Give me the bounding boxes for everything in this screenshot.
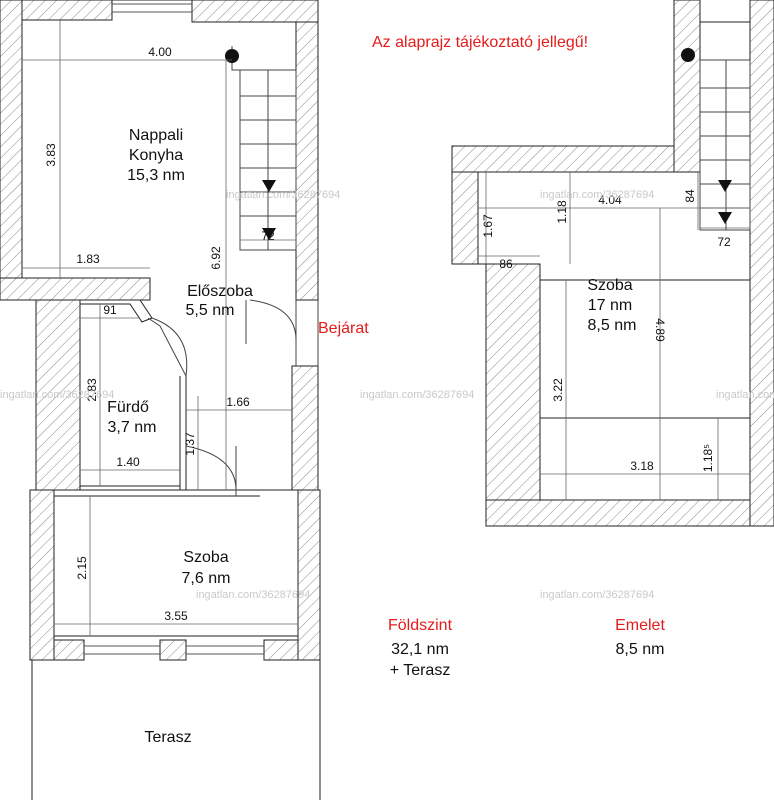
upper-floor-plan: 4.04 1.67 1.18 84 72 86 4.89 3.22 1.18⁵ … xyxy=(451,0,774,527)
dim-6-92: 6.92 xyxy=(209,246,223,270)
dim-72-ground: 72 xyxy=(261,229,275,243)
dim-1-83: 1.83 xyxy=(76,252,100,266)
dim-2-83: 2.83 xyxy=(85,378,99,402)
stair-post-icon xyxy=(225,49,239,63)
dim-4-00: 4.00 xyxy=(148,45,172,59)
dim-1-37: 1.37 xyxy=(183,432,197,456)
upper-room-label: Szoba xyxy=(587,277,632,294)
room-kitchen-label: Konyha xyxy=(129,147,183,164)
room-bath-label: Fürdő xyxy=(107,399,149,416)
dim-3-55: 3.55 xyxy=(164,609,188,623)
ground-floor-inner-walls xyxy=(22,0,321,800)
ground-floor-dimension-lines xyxy=(22,20,298,636)
dim-3-18: 3.18 xyxy=(630,459,654,473)
upper-floor-inner-walls xyxy=(478,21,750,500)
dim-84: 84 xyxy=(683,189,697,203)
dim-4-04: 4.04 xyxy=(598,193,622,207)
upper-room-area-2: 8,5 nm xyxy=(588,317,637,334)
upper-floor-dimension-lines xyxy=(478,172,750,500)
dim-1-18-lower: 1.18⁵ xyxy=(701,444,715,472)
upper-floor-walls xyxy=(451,0,774,527)
entrance-label: Bejárat xyxy=(318,320,369,337)
ground-floor-staircase xyxy=(231,46,297,251)
upper-floor-staircase xyxy=(699,59,751,231)
stair-direction-arrow-icon xyxy=(262,180,276,192)
dim-3-83: 3.83 xyxy=(44,143,58,167)
room-bath-area: 3,7 nm xyxy=(108,419,157,436)
room-living-label: Nappali xyxy=(129,127,183,144)
watermark: ingatlan.com/36287694 xyxy=(540,589,654,601)
room-hall-label: Előszoba xyxy=(187,283,253,300)
dim-4-89: 4.89 xyxy=(653,318,667,342)
ground-floor-windows xyxy=(84,3,264,655)
ground-floor-doors xyxy=(147,299,319,496)
upper-stair-arrow-icon-2 xyxy=(718,212,732,224)
watermark: ingatlan.com/36287694 xyxy=(0,389,114,401)
watermark: ingatlan.com/36287694 xyxy=(226,189,340,201)
dim-3-22: 3.22 xyxy=(551,378,565,402)
upper-stair-arrow-icon xyxy=(718,180,732,192)
dim-91: 91 xyxy=(103,303,117,317)
watermark: ingatlan.com/36287694 xyxy=(716,389,774,401)
ground-floor-title: Földszint xyxy=(388,617,453,634)
ground-floor-plan: 4.00 3.83 1.83 6.92 72 91 2.83 1.66 1.37… xyxy=(0,0,369,800)
dim-86: 86 xyxy=(499,257,513,271)
room-hall-area: 5,5 nm xyxy=(186,302,235,319)
room-bedroom-area: 7,6 nm xyxy=(182,570,231,587)
watermark: ingatlan.com/36287694 xyxy=(540,189,654,201)
ground-floor-extra: + Terasz xyxy=(390,662,451,679)
stair-direction-arrow-icon-2 xyxy=(262,228,276,240)
terrace-label: Terasz xyxy=(144,729,191,746)
dim-2-15: 2.15 xyxy=(75,556,89,580)
plan-notice: Az alaprajz tájékoztató jellegű! xyxy=(372,34,588,51)
dim-1-67: 1.67 xyxy=(481,214,495,238)
upper-stair-post-icon xyxy=(681,48,695,62)
room-bedroom-label: Szoba xyxy=(183,549,228,566)
dim-1-18-upper: 1.18 xyxy=(555,200,569,224)
dim-1-40: 1.40 xyxy=(116,455,140,469)
room-living-area: 15,3 nm xyxy=(127,167,185,184)
watermark: ingatlan.com/36287694 xyxy=(360,389,474,401)
upper-floor-title: Emelet xyxy=(615,617,665,634)
ground-floor-area: 32,1 nm xyxy=(391,641,449,658)
upper-room-area-1: 17 nm xyxy=(588,297,632,314)
ground-floor-walls xyxy=(0,0,321,661)
upper-floor-area: 8,5 nm xyxy=(616,641,665,658)
watermark: ingatlan.com/36287694 xyxy=(196,589,310,601)
dim-72-upper: 72 xyxy=(717,235,731,249)
dim-1-66: 1.66 xyxy=(226,395,250,409)
